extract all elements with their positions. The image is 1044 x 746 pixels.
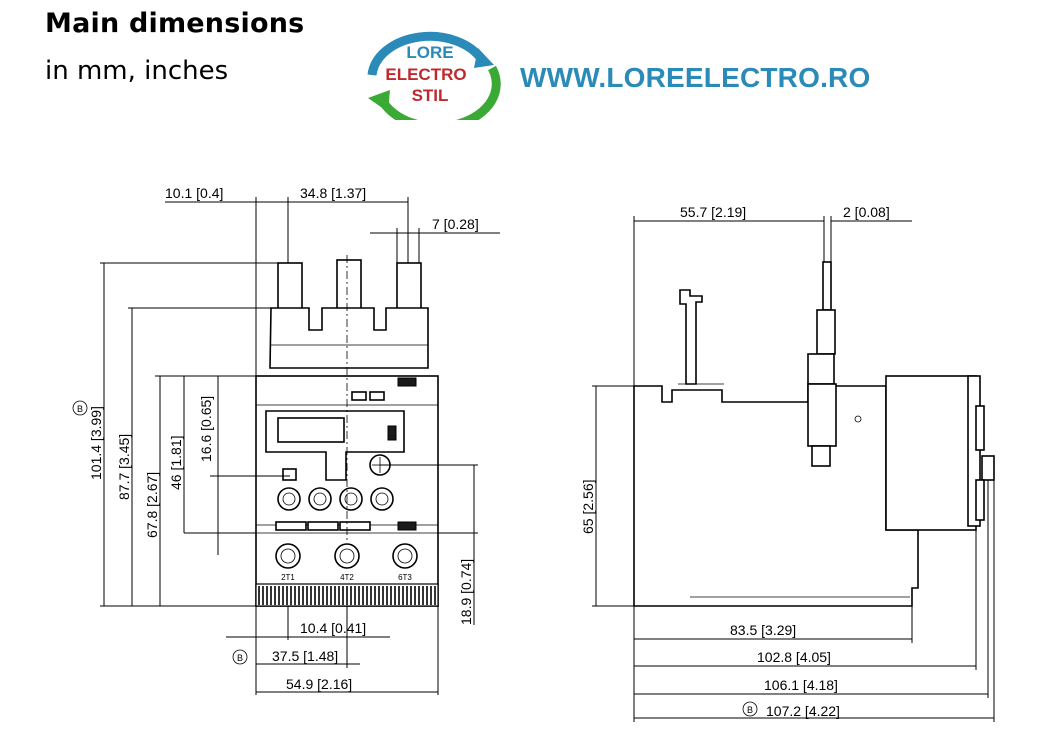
dim-18-9: 18.9 [0.74] [458, 559, 474, 625]
vent-slots-top [397, 377, 417, 387]
dim-54-9: 54.9 [2.16] [286, 676, 352, 692]
base-ribs [258, 586, 436, 605]
logo-arrow-blue [474, 48, 494, 68]
terminal-stem-2 [336, 259, 362, 313]
marker-b-front-left: B [72, 400, 88, 416]
svg-text:B: B [747, 705, 753, 715]
dim-16-6: 16.6 [0.65] [198, 396, 214, 462]
side-view: 55.7 [2.19] 2 [0.08] 65 [2.56] 83.5 [3.2… [580, 204, 995, 722]
dim-102-8: 102.8 [4.05] [757, 649, 831, 665]
logo-arrow-green [368, 90, 390, 112]
terminal-block [269, 307, 429, 369]
dim-67-8: 67.8 [2.67] [144, 472, 160, 538]
page-title: Main dimensions [45, 8, 305, 39]
dim-83-5: 83.5 [3.29] [730, 622, 796, 638]
company-logo: LORE ELECTRO STIL [367, 31, 501, 120]
reset-button [282, 468, 297, 481]
dim-101-4: 101.4 [3.99] [88, 406, 104, 480]
marker-b-front-bottom: B [232, 649, 248, 665]
dim-10-4: 10.4 [0.41] [300, 620, 366, 636]
dim-87-7: 87.7 [3.45] [116, 434, 132, 500]
dim-46: 46 [1.81] [168, 436, 184, 491]
logo-arc-green [378, 65, 501, 120]
dim-10-1: 10.1 [0.4] [165, 185, 223, 201]
side-block [885, 375, 977, 531]
terminal-label-3: 6T3 [398, 573, 412, 582]
dim-2: 2 [0.08] [843, 204, 890, 220]
dim-37-5: 37.5 [1.48] [272, 648, 338, 664]
logo-arc-blue [367, 31, 486, 76]
logo-text-electro: ELECTRO [385, 65, 466, 84]
terminal-label-1: 2T1 [281, 573, 295, 582]
terminal-stem-1 [277, 262, 303, 312]
screw-row-upper [277, 487, 394, 511]
dim-7: 7 [0.28] [432, 216, 479, 232]
dim-107-2: 107.2 [4.22] [766, 703, 840, 719]
screw-row-lower [275, 543, 418, 569]
terminal-stem-3 [396, 262, 422, 312]
svg-text:B: B [237, 653, 243, 663]
terminal-label-2: 4T2 [340, 573, 354, 582]
stem [822, 261, 832, 311]
dim-55-7: 55.7 [2.19] [680, 204, 746, 220]
marker-b-side: B [742, 701, 758, 717]
dim-106-1: 106.1 [4.18] [764, 677, 838, 693]
website-url[interactable]: WWW.LOREELECTRO.RO [520, 62, 871, 93]
dim-34-8: 34.8 [1.37] [300, 185, 366, 201]
dim-65: 65 [2.56] [580, 480, 596, 535]
logo-text-stil: STIL [412, 86, 449, 105]
side-body [633, 385, 919, 607]
front-view: 2T1 4T2 6T3 [72, 185, 500, 695]
side-hole [854, 415, 862, 423]
svg-text:B: B [77, 404, 83, 414]
mounting-hook [679, 289, 703, 385]
page-subtitle: in mm, inches [45, 56, 229, 86]
logo-text-lore: LORE [406, 43, 453, 62]
